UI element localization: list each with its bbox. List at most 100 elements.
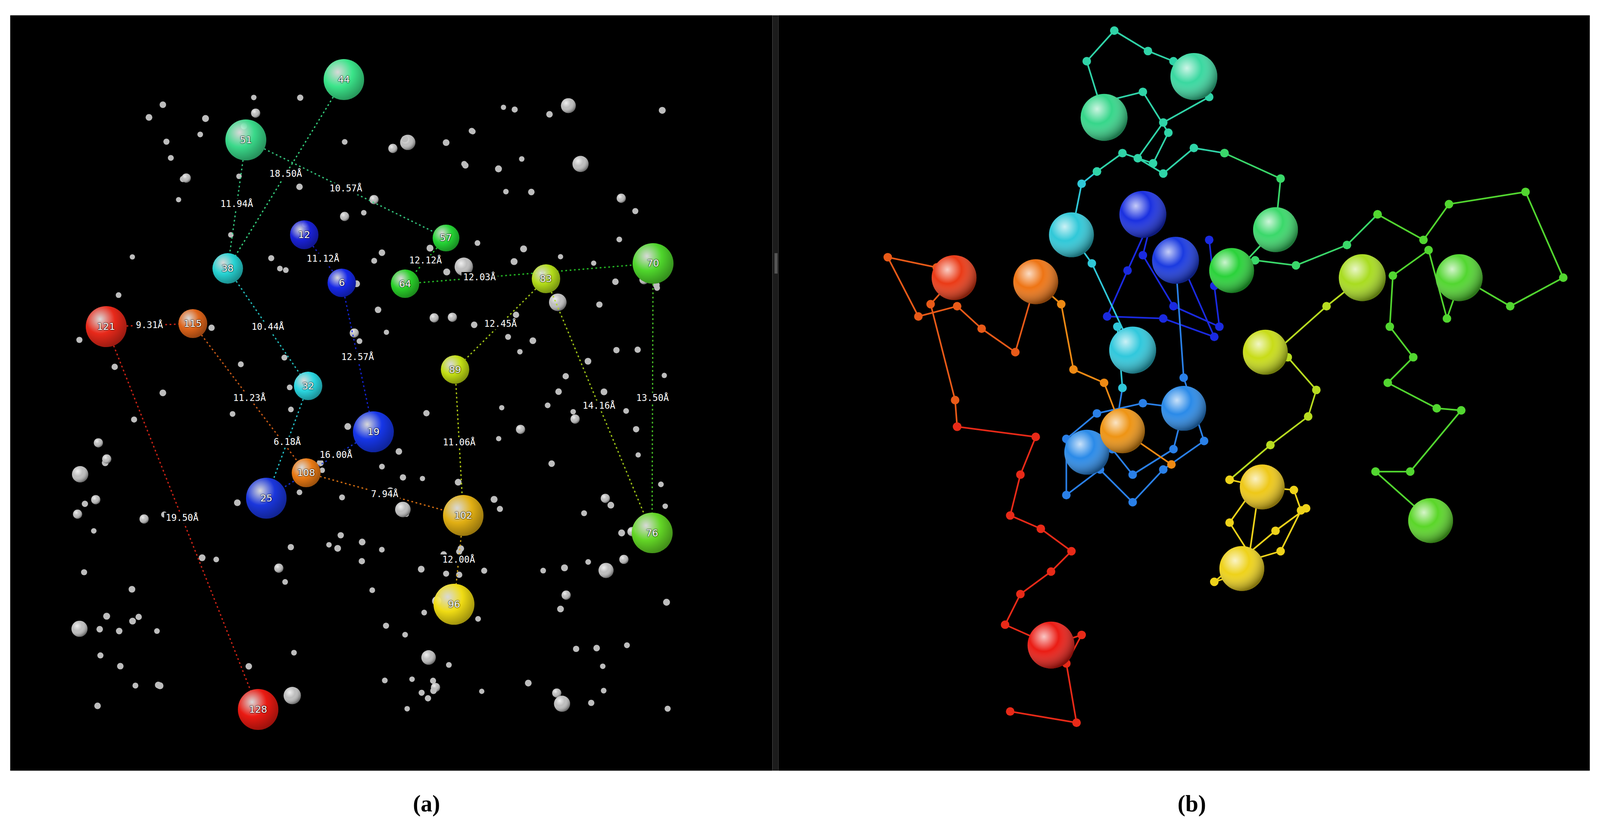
residue-dot — [554, 695, 571, 712]
residue-number: 25 — [260, 492, 273, 504]
backbone-atom — [1138, 398, 1148, 408]
residue-sphere — [1027, 621, 1075, 669]
residue-number: 83 — [539, 273, 553, 284]
backbone-atom — [1371, 467, 1380, 476]
residue-dot — [475, 615, 481, 622]
residue-dot — [378, 546, 385, 553]
residue-dot — [618, 529, 626, 537]
distance-line — [236, 280, 300, 375]
residue-dot — [479, 688, 485, 694]
backbone-atom — [1046, 567, 1056, 576]
residue-dot — [446, 661, 452, 668]
residue-sphere: 25 — [246, 477, 287, 519]
residue-dot — [81, 568, 88, 575]
residue-dot — [423, 409, 430, 417]
residue-dot-shade — [616, 193, 626, 203]
residue-number: 115 — [184, 318, 203, 329]
backbone-atom — [1005, 706, 1015, 716]
residue-sphere — [1119, 190, 1167, 238]
residue-dot — [544, 402, 551, 409]
residue-sphere-shade — [1151, 236, 1199, 284]
backbone-atom — [1204, 235, 1214, 244]
residue-dot — [496, 505, 503, 512]
residue-dot — [130, 416, 138, 423]
backbone-atom — [952, 422, 962, 431]
residue-dot-shade — [515, 424, 525, 434]
residue-sphere-shade — [1119, 190, 1167, 238]
residue-dot — [81, 500, 89, 507]
residue-dot — [517, 348, 523, 355]
residue-sphere: 102 — [442, 494, 484, 536]
backbone-atom — [1138, 250, 1148, 260]
residue-dot — [454, 478, 462, 486]
residue-dot — [616, 193, 626, 203]
residue-dot-shade — [570, 414, 580, 424]
residue-dot — [129, 254, 135, 260]
residue-dot — [518, 155, 525, 162]
backbone-atom — [1385, 322, 1395, 331]
residue-sphere-shade — [1408, 497, 1454, 543]
residue-dot — [555, 388, 562, 395]
residue-number: 89 — [449, 364, 462, 375]
residue-dot — [102, 454, 112, 464]
residue-sphere: 19 — [352, 411, 394, 453]
residue-dot-shade — [561, 98, 577, 114]
residue-dot — [283, 686, 301, 704]
residue-dot — [296, 94, 304, 101]
residue-sphere: 108 — [291, 458, 321, 487]
residue-dot — [132, 682, 139, 689]
backbone-atom — [1169, 301, 1178, 311]
residue-dot-shade — [399, 134, 416, 151]
residue-dot — [401, 135, 409, 143]
backbone-atom — [1456, 405, 1466, 415]
backbone-atom — [1148, 159, 1158, 168]
distance-label: 14.16Å — [580, 400, 618, 412]
residue-sphere: 76 — [631, 512, 673, 554]
residue-dot — [395, 501, 411, 518]
backbone-atom — [1271, 526, 1280, 535]
residue-dot-shade — [561, 590, 571, 600]
backbone-atom — [1128, 470, 1138, 479]
residue-dot — [139, 514, 149, 524]
residue-dot — [499, 404, 505, 410]
backbone-atom — [1113, 322, 1122, 331]
residue-sphere: 83 — [531, 264, 561, 293]
residue-dot — [287, 406, 294, 412]
distance-label: 7.94Å — [369, 488, 400, 500]
residue-dot — [93, 437, 103, 447]
residue-dot — [90, 494, 100, 504]
residue-number: 76 — [645, 527, 659, 539]
residue-dot — [349, 328, 359, 338]
residue-number: 6 — [338, 277, 345, 288]
residue-dot — [399, 134, 416, 151]
backbone-atom — [952, 422, 962, 431]
residue-dot — [512, 311, 520, 319]
backbone-atom — [977, 324, 986, 333]
residue-dot — [282, 578, 288, 585]
distance-line — [319, 476, 444, 510]
residue-dot — [529, 336, 537, 344]
backbone-atom — [1167, 459, 1176, 469]
residue-dot — [71, 620, 88, 637]
residue-dot — [202, 115, 209, 122]
residue-dot — [495, 435, 502, 441]
backbone-segment — [1224, 152, 1378, 271]
backbone-segment — [1035, 281, 1172, 465]
backbone-segment — [1375, 191, 1564, 521]
residue-dot — [662, 503, 668, 509]
residue-dot — [129, 617, 137, 625]
residue-dot — [245, 662, 253, 670]
backbone-atom — [1225, 475, 1234, 484]
backbone-segment — [957, 426, 1082, 723]
residue-dot — [395, 448, 403, 455]
residue-dot — [570, 414, 580, 424]
panel-divider — [772, 15, 779, 771]
backbone-atom — [1179, 373, 1189, 382]
backbone-atom — [1010, 347, 1020, 357]
residue-dot-shade — [619, 554, 629, 564]
residue-dot — [117, 662, 124, 669]
residue-number: 51 — [240, 134, 253, 146]
distance-label: 11.06Å — [441, 436, 478, 448]
residue-dot — [379, 463, 385, 470]
residue-dot — [383, 329, 390, 335]
